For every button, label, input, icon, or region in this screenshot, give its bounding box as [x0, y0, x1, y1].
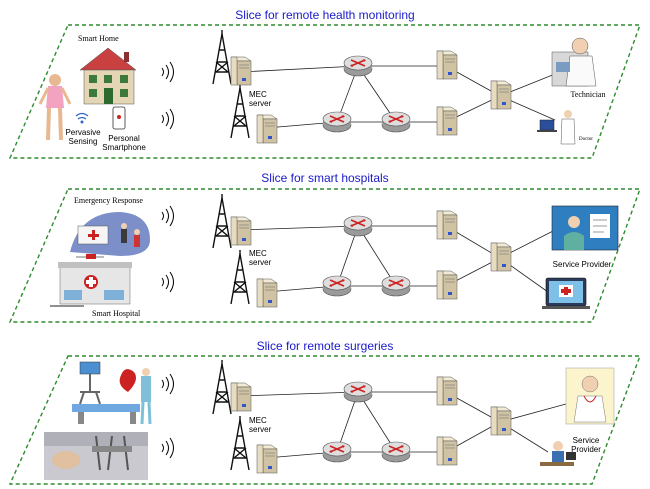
- smartphone-icon: [112, 106, 126, 130]
- sensing-label: Sensing: [69, 137, 98, 146]
- smart-home-label: Smart Home: [78, 34, 119, 43]
- mec-server-icon: [230, 216, 252, 246]
- mec-server-icon: [230, 56, 252, 86]
- router-icon: [322, 441, 352, 463]
- slice-border: [8, 188, 641, 323]
- core-server-icon: [436, 106, 458, 136]
- provider-at-desk-icon: [540, 441, 576, 466]
- doctor-icon: [560, 110, 576, 145]
- core-server-icon: [436, 376, 458, 406]
- person-figure: [38, 74, 72, 141]
- doctor-laptop-icon: [537, 119, 557, 132]
- slice-border: [8, 355, 642, 485]
- cloud-server-icon: [490, 406, 512, 436]
- smart-hospital-label: Smart Hospital: [92, 309, 141, 318]
- pervasive-label: Pervasive: [65, 128, 101, 137]
- emergency-response-image: [70, 212, 150, 256]
- doctor-label: Doctor: [579, 137, 593, 142]
- slice-title: Slice for remote surgeries: [257, 339, 394, 353]
- cloud-server-icon: [490, 80, 512, 110]
- server-label: server: [249, 425, 272, 434]
- wireless-signal-icon: [161, 108, 174, 130]
- core-server-icon: [436, 210, 458, 240]
- router-icon: [343, 381, 373, 403]
- base-station-tower-icon: [230, 415, 250, 471]
- router-icon: [343, 55, 373, 77]
- slice-remote-health-monitoring: Slice for remote health monitoring Smart…: [8, 8, 641, 159]
- router-icon: [322, 275, 352, 297]
- service-label: Service: [573, 436, 600, 445]
- emergency-response-label: Emergency Response: [74, 196, 143, 205]
- doctor-cartoon-icon: [565, 367, 615, 425]
- slice-title: Slice for smart hospitals: [261, 171, 388, 185]
- router-icon: [343, 215, 373, 237]
- router-icon: [381, 441, 411, 463]
- mec-server-icon: [256, 444, 278, 474]
- telemedicine-screen-icon: [551, 205, 619, 251]
- surgical-robot-image: [72, 361, 152, 425]
- router-icon: [322, 111, 352, 133]
- slice-remote-surgeries: Slice for remote surgeries: [8, 339, 642, 485]
- base-station-tower-icon: [212, 359, 232, 415]
- mec-label: MEC: [249, 90, 267, 99]
- personal-label: Personal: [108, 134, 140, 143]
- wireless-signal-icon: [161, 61, 174, 83]
- router-icon: [381, 111, 411, 133]
- provider-label: Provider: [571, 445, 601, 454]
- core-server-icon: [436, 436, 458, 466]
- surgery-room-photo: [44, 432, 148, 480]
- server-label: server: [249, 99, 272, 108]
- server-label: server: [249, 258, 272, 267]
- smart-hospital-image: [58, 254, 132, 305]
- medical-tablet-icon: [542, 277, 590, 309]
- technician-label: Technician: [571, 90, 606, 99]
- wireless-signal-icon: [161, 373, 174, 395]
- slice-smart-hospitals: Slice for smart hospitals Emergency Resp…: [8, 171, 641, 323]
- base-station-tower-icon: [230, 249, 250, 305]
- mec-server-icon: [256, 114, 278, 144]
- mec-server-icon: [230, 382, 252, 412]
- slice-title: Slice for remote health monitoring: [235, 8, 414, 22]
- slice-border: [8, 24, 641, 159]
- wireless-signal-icon: [161, 437, 174, 459]
- base-station-tower-icon: [212, 193, 232, 249]
- smartphone-label: Smartphone: [102, 143, 146, 152]
- smart-home-house: [79, 47, 137, 105]
- core-server-icon: [436, 270, 458, 300]
- technician-icon: [551, 37, 597, 87]
- wireless-signal-icon: [161, 205, 174, 227]
- service-provider-label: Service Provider: [553, 260, 612, 269]
- mec-server-icon: [256, 278, 278, 308]
- wireless-signal-icon: [161, 271, 174, 293]
- base-station-tower-icon: [212, 29, 232, 85]
- base-station-tower-icon: [230, 83, 250, 139]
- router-icon: [381, 275, 411, 297]
- core-server-icon: [436, 50, 458, 80]
- mec-label: MEC: [249, 249, 267, 258]
- mec-label: MEC: [249, 416, 267, 425]
- cloud-server-icon: [490, 242, 512, 272]
- wifi-sensor-icon: [75, 112, 89, 124]
